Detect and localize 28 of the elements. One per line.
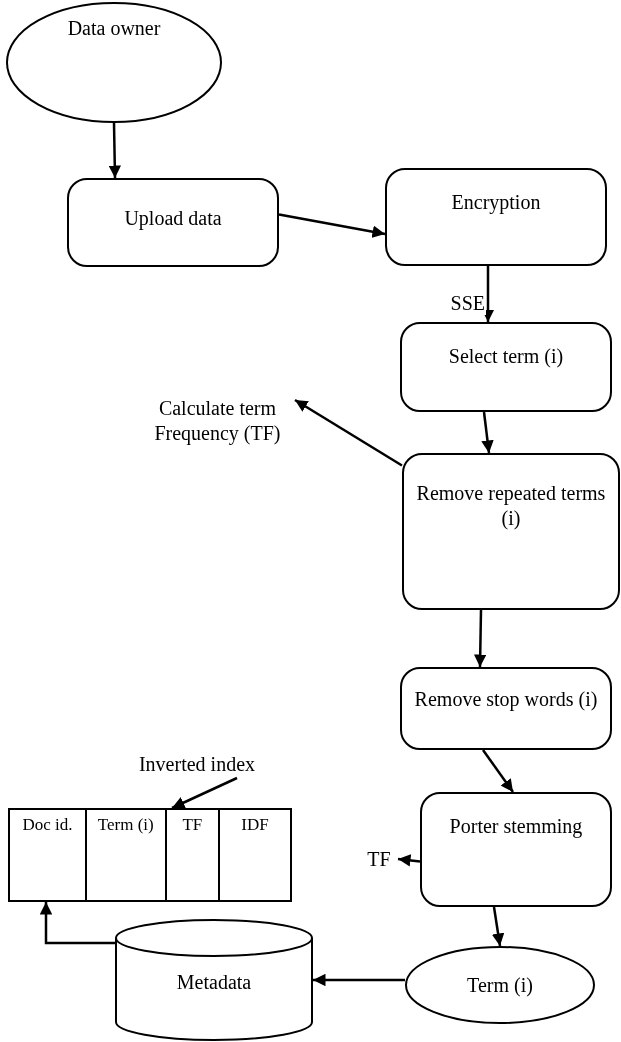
table-cell: Term (i): [84, 810, 165, 900]
process-box: Porter stemming: [420, 792, 612, 907]
start-ellipse: Data owner: [6, 2, 222, 123]
arrow: [482, 749, 514, 793]
index-table: [8, 808, 292, 902]
process-box: Upload data: [67, 178, 279, 267]
process-box: Encryption: [385, 168, 607, 266]
arrow: [294, 398, 403, 467]
term-ellipse: Term (i): [405, 946, 595, 1024]
process-box: Remove repeated terms (i): [402, 453, 620, 610]
arrow: [481, 411, 494, 454]
process-box: Remove stop words (i): [400, 667, 612, 750]
database-cylinder: Metadata: [115, 920, 313, 1040]
table-cell: IDF: [218, 810, 290, 900]
arrow: [171, 776, 238, 810]
arrow: [491, 906, 505, 947]
table-cell-text: Doc id.: [21, 814, 74, 836]
callout-text: Inverted index: [114, 750, 280, 778]
arrow: [313, 973, 405, 987]
arrow: [397, 854, 421, 867]
arrow: [278, 213, 386, 238]
table-cell: TF: [164, 810, 218, 900]
arrow: [473, 609, 487, 668]
output-label: TF: [360, 846, 398, 872]
step-text: Calculate term Frequency (TF): [140, 390, 295, 452]
arrow: [108, 122, 121, 179]
arrow: [39, 902, 115, 945]
process-box: Select term (i): [400, 322, 612, 412]
